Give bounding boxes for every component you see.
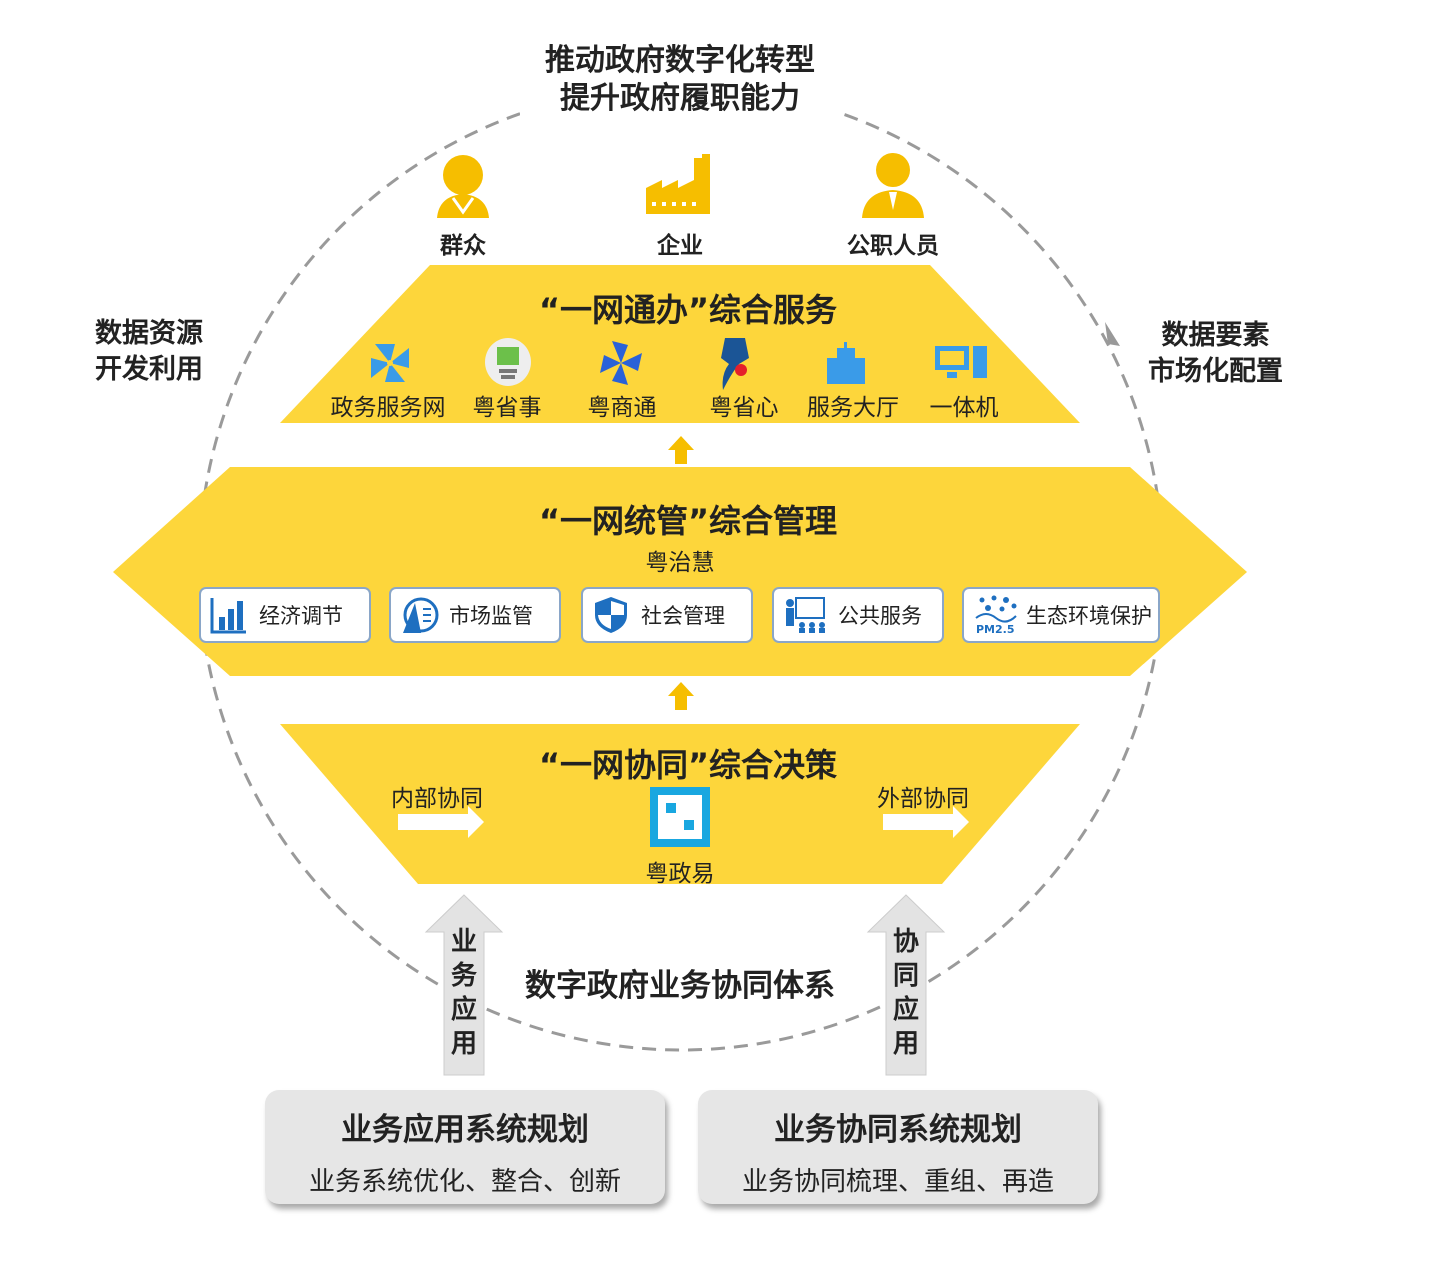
cycle-arrowhead (1105, 322, 1120, 346)
service-hall-icon (827, 342, 865, 384)
up-arrow-icon (668, 682, 694, 710)
module-label: 生态环境保护 (1026, 604, 1152, 628)
service-item[interactable]: 政务服务网 (330, 395, 446, 421)
system-name: 数字政府业务协同体系 (525, 968, 835, 1004)
citizen-icon (437, 155, 489, 218)
yueshangtong-icon (600, 341, 642, 385)
service-item[interactable]: 粤省心 (709, 395, 779, 421)
business-collab-plan-box: 业务协同系统规划业务协同梳理、重组、再造 (698, 1090, 1098, 1204)
collab-app-arrow (866, 894, 946, 1076)
kiosk-icon (935, 346, 987, 378)
decision-platform: 粤政易 (645, 861, 715, 887)
right-side-label: 数据要素市场化配置 (1148, 320, 1283, 387)
service-item[interactable]: 粤商通 (587, 395, 657, 421)
factory-icon (646, 154, 710, 214)
plan-title: 业务协同系统规划 (774, 1112, 1022, 1148)
service-layer-shape (280, 265, 1080, 423)
up-arrow-icon (668, 436, 694, 464)
yueshengshi-icon (485, 338, 531, 386)
internal-collab-label: 内部协同 (391, 786, 483, 812)
user-label: 公职人员 (847, 233, 939, 259)
official-icon (862, 153, 924, 218)
service-item[interactable]: 粤省事 (472, 395, 542, 421)
module-market[interactable]: 市场监管 (389, 587, 561, 643)
external-collab-label: 外部协同 (877, 786, 969, 812)
service-item[interactable]: 一体机 (929, 395, 999, 421)
market-supervision-icon (403, 597, 439, 633)
service-layer-title: “一网通办”综合服务 (538, 291, 838, 329)
pm25-icon: PM2.5 (975, 595, 1017, 636)
plan-subtitle: 业务系统优化、整合、创新 (308, 1167, 621, 1197)
module-label: 经济调节 (259, 604, 343, 628)
service-item[interactable]: 服务大厅 (807, 395, 899, 421)
left-side-label: 数据资源开发利用 (95, 318, 203, 385)
bar-chart-icon (210, 598, 246, 634)
internal-arrow-icon (398, 806, 484, 838)
svg-text:PM2.5: PM2.5 (976, 623, 1015, 636)
collab-app-arrow-label: 协同应用 (892, 927, 919, 1059)
plan-title: 业务应用系统规划 (341, 1112, 589, 1148)
external-arrow-icon (883, 806, 969, 838)
business-app-arrow-label: 业务应用 (450, 927, 477, 1059)
business-app-plan-box: 业务应用系统规划业务系统优化、整合、创新 (265, 1090, 665, 1204)
module-ecology[interactable]: PM2.5 生态环境保护 (962, 587, 1160, 643)
module-label: 市场监管 (449, 604, 533, 628)
module-label: 公共服务 (838, 604, 922, 628)
module-economy[interactable]: 经济调节 (199, 587, 371, 643)
plan-subtitle: 业务协同梳理、重组、再造 (741, 1167, 1054, 1197)
management-platform: 粤治慧 (645, 550, 715, 576)
user-label: 群众 (440, 233, 486, 259)
module-label: 社会管理 (641, 604, 725, 628)
teacher-icon (786, 597, 825, 633)
module-society[interactable]: 社会管理 (581, 587, 753, 643)
business-app-arrow (424, 894, 504, 1076)
main-title: 推动政府数字化转型提升政府履职能力 (545, 43, 815, 116)
gov-service-web-icon (371, 344, 409, 382)
yueshengxin-icon (721, 338, 749, 390)
user-label: 企业 (657, 233, 703, 259)
decision-layer-title: “一网协同”综合决策 (538, 746, 838, 784)
management-layer-title: “一网统管”综合管理 (538, 502, 838, 540)
module-public-service[interactable]: 公共服务 (772, 587, 944, 643)
shield-icon (595, 597, 627, 633)
